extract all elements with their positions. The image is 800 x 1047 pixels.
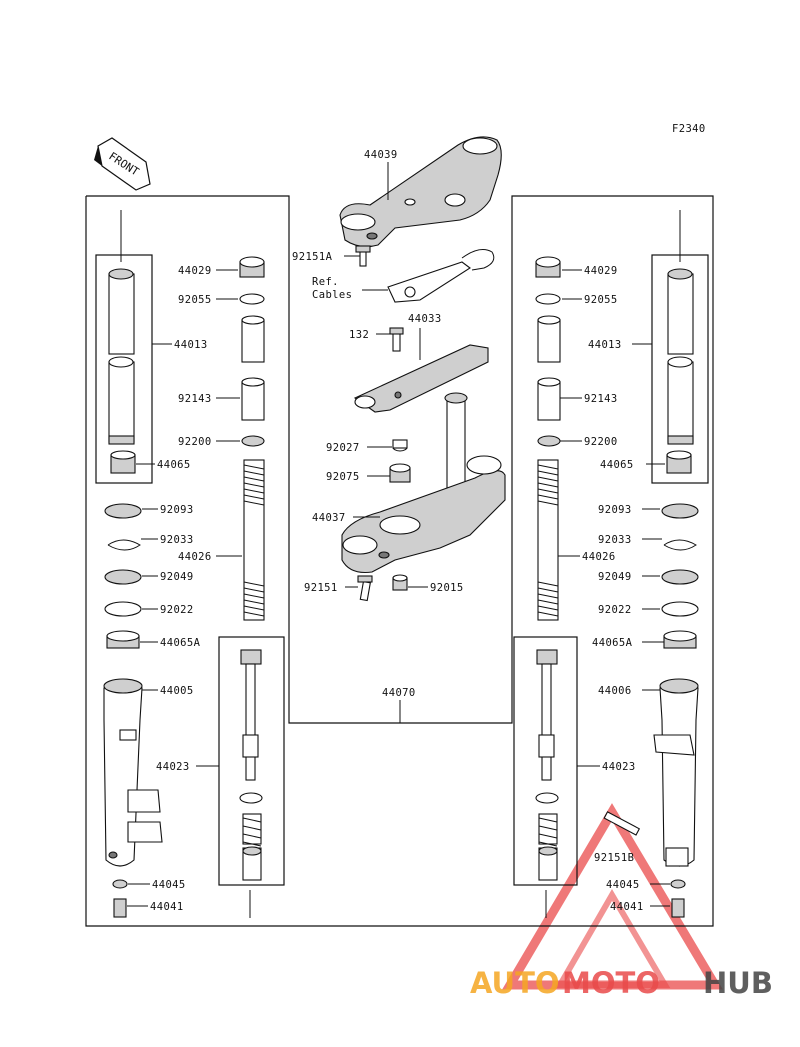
left-fork-parts — [103, 210, 265, 918]
label-left-92022: 92022 — [160, 604, 194, 616]
label-right-44065: 44065 — [600, 459, 634, 471]
part-labels: 44039 92151A Ref. Cables 44033 132 92027… — [150, 149, 644, 913]
label-right-92093: 92093 — [598, 504, 632, 516]
label-132: 132 — [349, 329, 369, 341]
watermark-logo: AUTO MOTO HUB — [470, 966, 773, 1000]
label-left-92200: 92200 — [178, 436, 212, 448]
label-right-44029: 44029 — [584, 265, 618, 277]
bolt-92151a-icon — [355, 245, 371, 267]
label-right-44041: 44041 — [610, 901, 644, 913]
label-44070: 44070 — [382, 687, 416, 699]
label-right-44006: 44006 — [598, 685, 632, 697]
label-92027: 92027 — [326, 442, 360, 454]
label-44037: 44037 — [312, 512, 346, 524]
label-left-44041: 44041 — [150, 901, 184, 913]
label-left-44023: 44023 — [156, 761, 190, 773]
label-right-92049: 92049 — [598, 571, 632, 583]
label-right-44023: 44023 — [602, 761, 636, 773]
watermark-triangle — [502, 803, 723, 990]
label-right-92033: 92033 — [598, 534, 632, 546]
bolt-92151-icon — [357, 575, 373, 602]
label-left-44026: 44026 — [178, 551, 212, 563]
label-left-44029: 44029 — [178, 265, 212, 277]
collar-92027 — [392, 439, 408, 452]
ref-label: Ref. — [312, 276, 339, 288]
front-arrow-icon: FRONT — [94, 137, 151, 191]
label-left-44045: 44045 — [152, 879, 186, 891]
label-44033: 44033 — [408, 313, 442, 325]
label-right-92200: 92200 — [584, 436, 618, 448]
headlight-bracket — [353, 327, 489, 413]
label-left-44013: 44013 — [174, 339, 208, 351]
label-left-92033: 92033 — [160, 534, 194, 546]
nut-92015-icon — [392, 574, 408, 591]
label-left-44065: 44065 — [157, 459, 191, 471]
label-left-44065a: 44065A — [160, 637, 201, 649]
upper-bracket — [339, 136, 502, 248]
label-right-44065a: 44065A — [592, 637, 633, 649]
cable-bracket — [387, 249, 495, 303]
watermark-hub: HUB — [703, 966, 773, 1000]
label-left-44005: 44005 — [160, 685, 194, 697]
label-left-92049: 92049 — [160, 571, 194, 583]
figure-code: F2340 — [672, 123, 706, 135]
label-92075: 92075 — [326, 471, 360, 483]
label-left-92093: 92093 — [160, 504, 194, 516]
watermark-moto: MOTO — [562, 966, 660, 1000]
label-right-44013: 44013 — [588, 339, 622, 351]
label-right-44026: 44026 — [582, 551, 616, 563]
label-right-92151b: 92151B — [594, 852, 634, 864]
label-92151: 92151 — [304, 582, 338, 594]
cables-label: Cables — [312, 289, 352, 301]
label-92151a: 92151A — [292, 251, 333, 263]
label-left-92143: 92143 — [178, 393, 212, 405]
label-right-44045: 44045 — [606, 879, 640, 891]
label-44039: 44039 — [364, 149, 398, 161]
label-92015: 92015 — [430, 582, 464, 594]
label-right-92022: 92022 — [598, 604, 632, 616]
label-right-92143: 92143 — [584, 393, 618, 405]
label-left-92055: 92055 — [178, 294, 212, 306]
spring-coils-left — [243, 464, 265, 617]
watermark-auto: AUTO — [470, 966, 560, 1000]
spacer-92075 — [389, 463, 411, 483]
leader-lines — [127, 162, 670, 907]
lower-bracket-stem — [341, 392, 506, 574]
label-right-92055: 92055 — [584, 294, 618, 306]
